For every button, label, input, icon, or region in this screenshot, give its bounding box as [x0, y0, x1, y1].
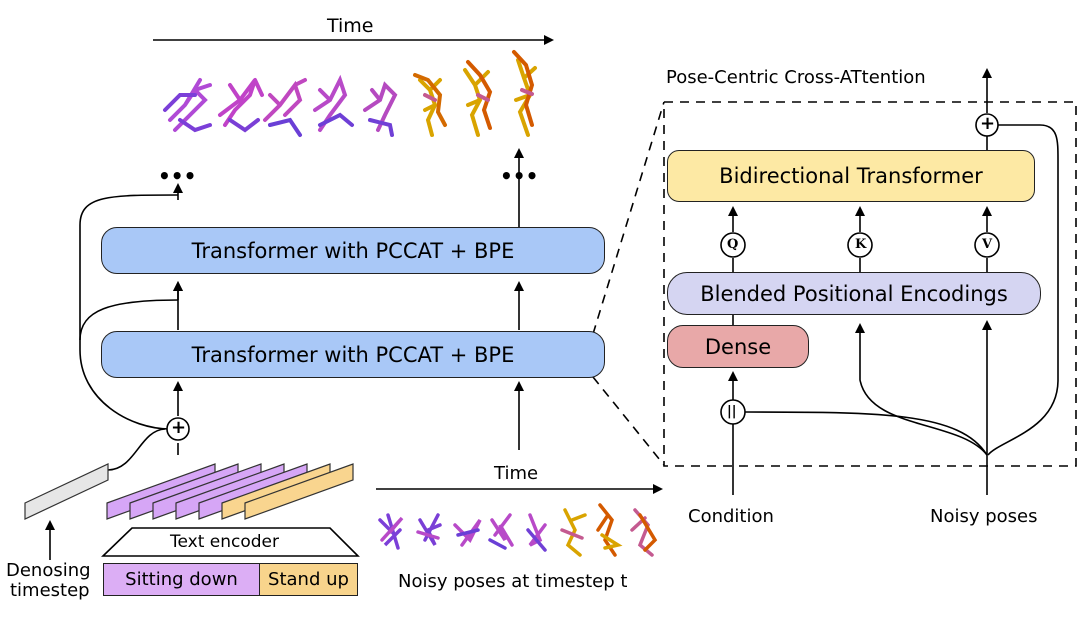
noisy-poses-caption: Noisy poses at timestep t [398, 571, 628, 592]
v-circle [974, 232, 1000, 258]
text-encoder-label: Text encoder [170, 532, 280, 552]
ellipsis-right: ••• [500, 164, 539, 188]
text-encoder-shape [101, 527, 360, 557]
blended-positional-encodings-block: Blended Positional Encodings [667, 272, 1041, 315]
time-label-bottom: Time [494, 463, 539, 484]
time-label-top: Time [327, 15, 374, 37]
q-circle [720, 232, 746, 258]
pccat-title: Pose-Centric Cross-ATtention [666, 67, 926, 88]
prompt-bar: Sitting down Stand up [103, 563, 358, 596]
timestep-skip-top [79, 194, 179, 430]
v-label: V [982, 237, 993, 252]
k-label: K [855, 237, 867, 252]
add-circle-left [166, 417, 190, 441]
noisy-poses-label: Noisy poses [930, 506, 1038, 527]
noisy-to-blended-k [855, 323, 988, 456]
noisy-to-concat [744, 411, 988, 456]
ellipsis-left: ••• [158, 164, 197, 188]
timestep-embedding-shape [24, 463, 109, 520]
transformer-block-top-label: Transformer with PCCAT + BPE [191, 238, 515, 263]
bidirectional-transformer-block: Bidirectional Transformer [667, 150, 1035, 202]
transformer-block-bottom-label: Transformer with PCCAT + BPE [191, 342, 515, 367]
concat-symbol: || [727, 404, 737, 419]
q-label: Q [727, 237, 739, 252]
transformer-block-bottom: Transformer with PCCAT + BPE [101, 331, 605, 378]
text-token-stack [106, 463, 354, 520]
plus-symbol-right: + [980, 113, 996, 134]
noisy-pose-sequence [378, 503, 658, 557]
denoising-label-2: timestep [10, 580, 90, 601]
dense-block: Dense [667, 325, 809, 368]
zoom-line-bottom [592, 376, 665, 466]
transformer-block-top: Transformer with PCCAT + BPE [101, 227, 605, 274]
pccat-box [663, 101, 1077, 467]
condition-label: Condition [688, 506, 774, 527]
residual-path [987, 124, 1059, 456]
zoom-line-top [592, 101, 665, 335]
timestep-skip-mid [79, 299, 179, 341]
prompt-segment-sitting: Sitting down [104, 564, 260, 595]
denoising-label-1: Denosing [6, 560, 91, 581]
timestep-to-plus [107, 428, 166, 471]
k-circle [847, 232, 873, 258]
plus-symbol-left: + [171, 417, 187, 438]
output-pose-sequence [163, 50, 537, 137]
prompt-segment-stand: Stand up [260, 564, 357, 595]
